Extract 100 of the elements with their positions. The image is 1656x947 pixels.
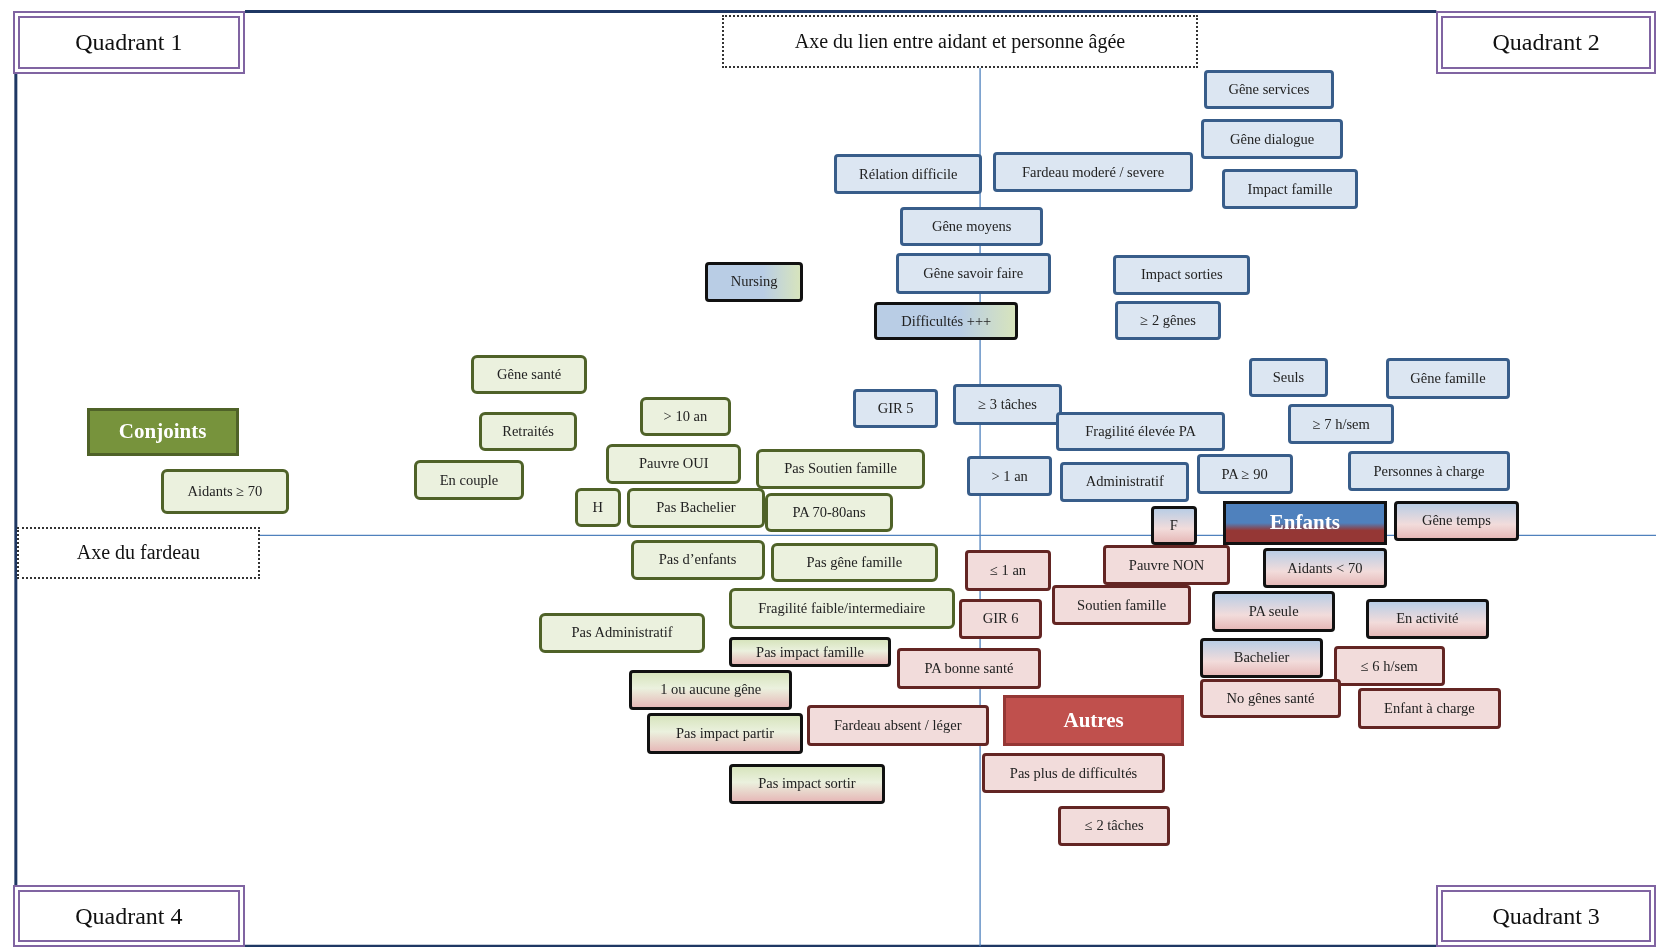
category-box: [1212, 591, 1335, 632]
group-header-box: [1003, 694, 1184, 746]
category-box: [1113, 254, 1251, 295]
category-box: [414, 460, 524, 500]
category-box: [1115, 301, 1221, 341]
category-label: Gêne services: [1228, 80, 1310, 98]
category-box: [1200, 119, 1344, 160]
category-label: Gêne famille: [1410, 370, 1486, 388]
quadrant-box: [1436, 10, 1656, 74]
category-box: [728, 763, 885, 804]
category-box: [853, 388, 938, 428]
category-box: [756, 448, 926, 489]
category-label: Pas Administratif: [571, 624, 673, 642]
category-label: Gêne moyens: [931, 218, 1012, 236]
category-box: [1051, 585, 1192, 626]
category-label: Pauvre NON: [1128, 556, 1205, 574]
category-box: [1196, 454, 1293, 495]
category-label: Pas impact famille: [756, 643, 864, 661]
category-label: En activité: [1396, 610, 1459, 628]
category-box: [1203, 69, 1334, 109]
category-label: Fragilité faible/intermediaire: [758, 600, 926, 618]
category-box: [1060, 461, 1190, 502]
category-label: Retraités: [502, 422, 554, 440]
category-label: Enfant à charge: [1384, 699, 1475, 717]
category-label: Pas impact sortir: [758, 775, 856, 793]
category-label: H: [592, 498, 603, 516]
category-label: Pas d’enfants: [658, 551, 737, 569]
category-label: ≤ 2 tâches: [1084, 817, 1144, 835]
category-box: [629, 669, 793, 710]
category-box: [160, 468, 290, 515]
category-label: Personnes à charge: [1373, 462, 1485, 480]
category-label: Soutien famille: [1077, 596, 1167, 614]
category-label: Axe du lien entre aidant et personne âgée: [794, 29, 1126, 53]
quadrant-box: [12, 885, 245, 947]
category-label: PA ≥ 90: [1221, 465, 1268, 483]
category-box: [1199, 637, 1324, 678]
category-box: [967, 456, 1052, 497]
category-label: Quadrant 4: [75, 902, 183, 930]
axis-label-box: [16, 527, 260, 579]
category-box: [728, 588, 955, 630]
category-box: [1347, 450, 1511, 492]
category-label: Fardeau absent / léger: [833, 717, 962, 735]
category-label: Impact famille: [1247, 180, 1333, 198]
category-label: ≥ 3 tâches: [978, 396, 1037, 413]
category-label: F: [1169, 516, 1178, 534]
category-label: Aidants < 70: [1287, 559, 1363, 577]
category-label: > 10 an: [663, 408, 708, 426]
category-box: [764, 493, 894, 533]
category-box: [1263, 548, 1387, 589]
category-label: ≥ 2 gênes: [1140, 312, 1196, 329]
category-box: [728, 636, 892, 668]
category-label: Gêne temps: [1421, 512, 1491, 530]
category-label: Enfants: [1269, 510, 1340, 536]
category-box: [1221, 168, 1359, 210]
category-label: > 1 an: [991, 467, 1028, 485]
category-box: [705, 261, 803, 303]
category-box: [1288, 404, 1395, 444]
category-box: [538, 612, 706, 653]
category-box: [1394, 500, 1519, 541]
category-box: [982, 753, 1165, 794]
category-label: Pauvre OUI: [638, 455, 709, 473]
category-label: PA bonne santé: [924, 660, 1014, 677]
category-label: Gêne santé: [497, 365, 562, 383]
category-box: [770, 542, 938, 582]
category-box: [627, 487, 765, 529]
category-box: [1056, 411, 1226, 451]
category-label: PA seule: [1248, 603, 1299, 620]
category-label: Fragilité élevée PA: [1085, 422, 1196, 440]
category-box: [1249, 358, 1328, 398]
category-box: [606, 443, 742, 484]
category-box: [958, 598, 1043, 639]
category-box: [952, 384, 1063, 425]
category-box: [1151, 505, 1197, 545]
category-box: [895, 253, 1051, 294]
category-label: Quadrant 3: [1492, 902, 1600, 930]
category-label: 1 ou aucune gêne: [660, 681, 762, 699]
category-label: Difficultés +++: [901, 312, 992, 330]
category-box: [1199, 679, 1342, 719]
category-label: ≤ 6 h/sem: [1360, 657, 1418, 675]
category-box: [640, 397, 731, 437]
category-label: PA 70-80ans: [792, 504, 866, 522]
category-box: [834, 154, 983, 195]
category-box: [1058, 805, 1171, 846]
category-label: Pas Soutien famille: [784, 460, 898, 478]
category-label: Fardeau moderé / severe: [1022, 163, 1165, 181]
category-label: Administratif: [1085, 473, 1164, 491]
quadrant-box: [12, 10, 245, 74]
category-box: [1365, 598, 1490, 639]
category-label: Autres: [1063, 707, 1124, 733]
category-label: Seuls: [1272, 369, 1305, 387]
category-label: Axe du fardeau: [76, 541, 200, 565]
category-box: [965, 550, 1051, 592]
category-box: [806, 705, 989, 746]
group-header-box: [1223, 500, 1387, 545]
category-label: Pas Bachelier: [656, 499, 736, 517]
category-box: [1102, 544, 1231, 586]
category-label: ≥ 7 h/sem: [1312, 415, 1370, 433]
category-box: [1358, 687, 1501, 729]
category-label: GIR 6: [982, 610, 1019, 628]
category-label: Pas impact partir: [675, 724, 775, 742]
